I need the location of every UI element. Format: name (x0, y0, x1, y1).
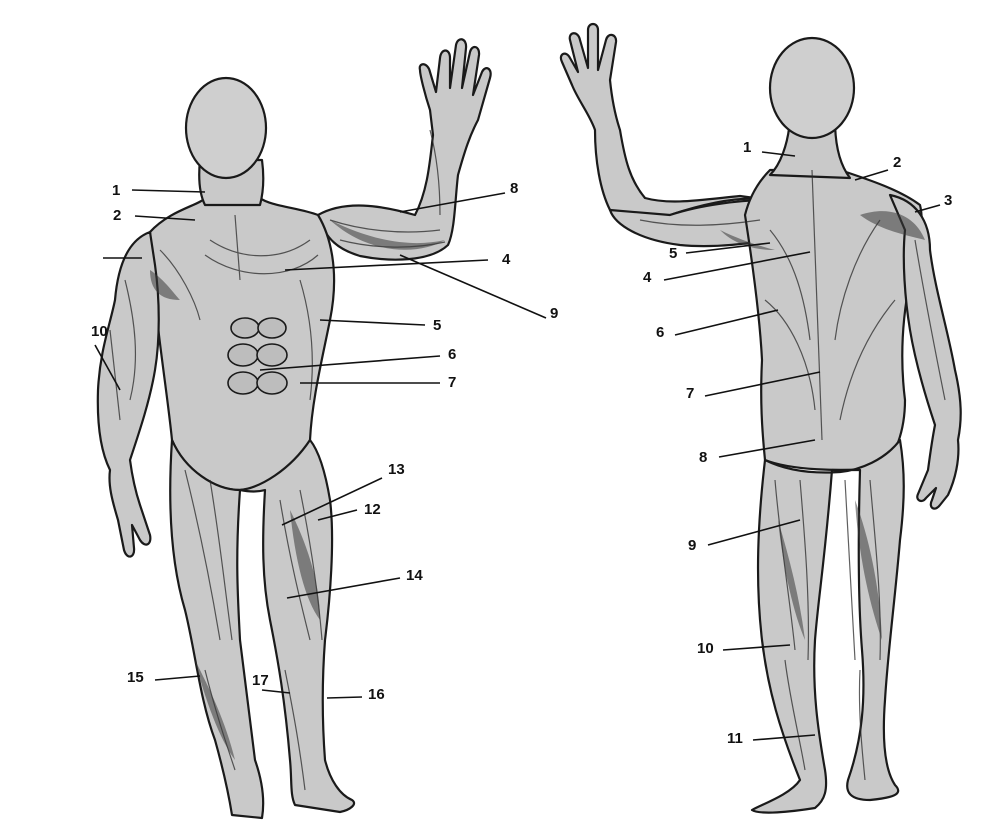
front-label-14: 14 (406, 567, 423, 584)
front-abdominals (228, 318, 287, 394)
front-label-2: 2 (113, 207, 121, 224)
front-label-8: 8 (510, 180, 518, 197)
front-label-16: 16 (368, 686, 385, 703)
back-figure (561, 24, 961, 813)
back-label-6: 6 (656, 324, 664, 341)
front-label-17: 17 (252, 672, 269, 689)
front-label-6: 6 (448, 346, 456, 363)
front-label-1: 1 (112, 182, 120, 199)
front-legs (170, 440, 354, 818)
front-label-4: 4 (502, 251, 511, 268)
front-label-10: 10 (91, 323, 108, 340)
back-raised-arm (561, 24, 770, 220)
front-head (186, 78, 266, 178)
front-label-12: 12 (364, 501, 381, 518)
back-label-4: 4 (643, 269, 652, 286)
back-label-5: 5 (669, 245, 677, 262)
front-label-13: 13 (388, 461, 405, 478)
front-label-15: 15 (127, 669, 144, 686)
back-label-11: 11 (727, 730, 743, 747)
back-label-9: 9 (688, 537, 696, 554)
back-label-2: 2 (893, 154, 901, 171)
back-label-10: 10 (697, 640, 714, 657)
back-label-1: 1 (743, 139, 751, 156)
front-figure (98, 39, 491, 818)
front-label-9: 9 (550, 305, 558, 322)
back-label-8: 8 (699, 449, 707, 466)
back-label-7: 7 (686, 385, 694, 402)
back-head (770, 38, 854, 138)
front-label-5: 5 (433, 317, 441, 334)
front-label-7: 7 (448, 374, 456, 391)
front-hanging-arm (98, 232, 159, 557)
back-label-3: 3 (944, 192, 952, 209)
